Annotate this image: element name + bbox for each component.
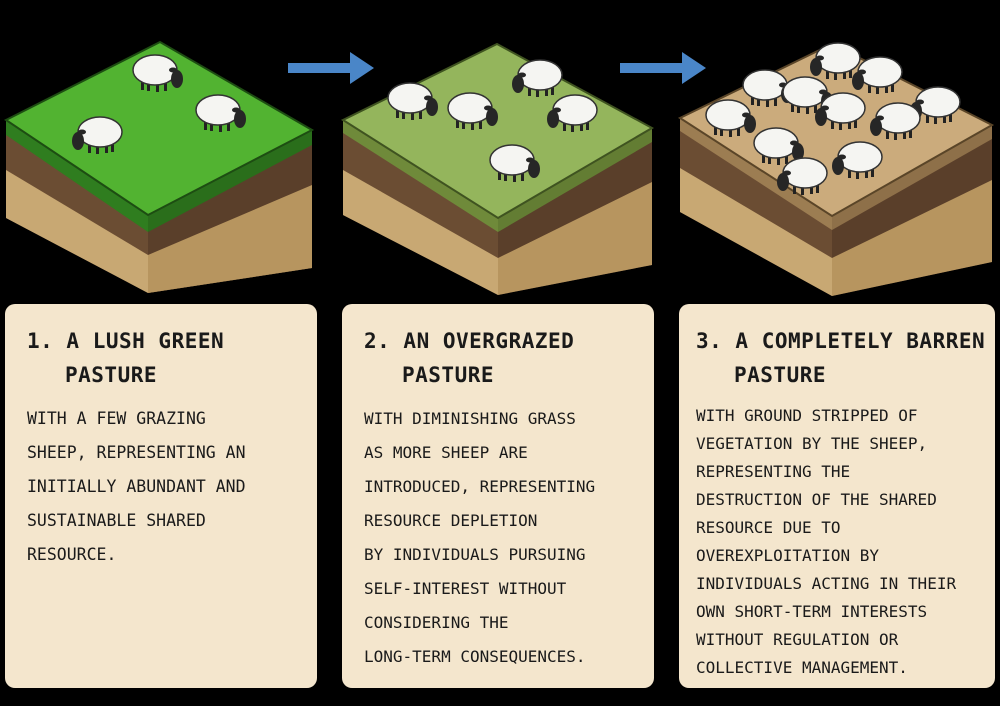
panel-1-title-line-2: PASTURE [65, 363, 158, 387]
sheep-icon [195, 94, 246, 132]
panel-2-line: AS MORE SHEEP ARE [364, 443, 528, 462]
sheep-icon [512, 59, 563, 97]
sheep-icon [753, 127, 804, 165]
panel-1-description: WITH A FEW GRAZING SHEEP, REPRESENTING A… [27, 402, 303, 572]
sheep-icon [870, 102, 921, 140]
panel-3-title-line-1: 3. A COMPLETELY BARREN [696, 329, 986, 353]
sheep-icon [547, 94, 598, 132]
panel-3-line: OVEREXPLOITATION BY [696, 546, 880, 565]
panel-2-title: 2. AN OVERGRAZED PASTURE [364, 324, 640, 392]
panel-2-line: LONG-TERM CONSEQUENCES. [364, 647, 586, 666]
panel-3-line: WITH GROUND STRIPPED OF [696, 406, 918, 425]
sheep-icon [777, 157, 828, 195]
panel-3-description: WITH GROUND STRIPPED OF VEGETATION BY TH… [696, 402, 981, 682]
panel-2-line: CONSIDERING THE [364, 613, 509, 632]
panel-2-description: WITH DIMINISHING GRASS AS MORE SHEEP ARE… [364, 402, 640, 674]
arrow-2-to-3 [620, 52, 706, 84]
panel-3-line: OWN SHORT-TERM INTERESTS [696, 602, 928, 621]
panel-3-line: INDIVIDUALS ACTING IN THEIR [696, 574, 957, 593]
panel-3-line: DESTRUCTION OF THE SHARED [696, 490, 937, 509]
sheep-icon [72, 116, 123, 154]
sheep-icon [705, 99, 756, 137]
sheep-icon [447, 92, 498, 130]
pasture-illustrations [4, 40, 995, 296]
panel-1-line: RESOURCE. [27, 545, 117, 564]
arrow-1-to-2 [288, 52, 374, 84]
panel-1-line: SHEEP, REPRESENTING AN [27, 443, 246, 462]
panel-3-title-line-2: PASTURE [734, 363, 827, 387]
panel-1-title: 1. A LUSH GREEN PASTURE [27, 324, 303, 392]
panel-2-line: WITH DIMINISHING GRASS [364, 409, 576, 428]
panel-2-overgrazed-pasture: 2. AN OVERGRAZED PASTURE WITH DIMINISHIN… [342, 304, 654, 688]
sheep-icon [387, 82, 438, 120]
panel-2-line: INTRODUCED, REPRESENTING [364, 477, 596, 496]
sheep-icon [832, 141, 883, 179]
panel-1-line: INITIALLY ABUNDANT AND [27, 477, 246, 496]
panel-2-line: SELF-INTEREST WITHOUT [364, 579, 567, 598]
panel-2-title-line-1: 2. AN OVERGRAZED [364, 329, 575, 353]
panel-3-line: WITHOUT REGULATION OR [696, 630, 899, 649]
tile-overgrazed-pasture [340, 42, 655, 295]
panel-2-title-line-2: PASTURE [402, 363, 495, 387]
panel-2-line: BY INDIVIDUALS PURSUING [364, 545, 586, 564]
sheep-icon [810, 42, 861, 80]
sheep-icon [815, 92, 866, 130]
panel-3-barren-pasture: 3. A COMPLETELY BARREN PASTURE WITH GROU… [679, 304, 995, 688]
panel-3-line: REPRESENTING THE [696, 462, 851, 481]
sheep-icon [852, 56, 903, 94]
panel-3-title: 3. A COMPLETELY BARREN PASTURE [696, 324, 986, 392]
panel-3-line: RESOURCE DUE TO [696, 518, 841, 537]
panel-1-line: SUSTAINABLE SHARED [27, 511, 206, 530]
panel-3-line: VEGETATION BY THE SHEEP, [696, 434, 928, 453]
sheep-group [72, 42, 961, 195]
tile-lush-pasture [4, 40, 315, 293]
panel-1-title-line-1: 1. A LUSH GREEN [27, 329, 225, 353]
panel-2-line: RESOURCE DEPLETION [364, 511, 538, 530]
panel-3-line: COLLECTIVE MANAGEMENT. [696, 658, 908, 677]
sheep-icon [910, 86, 961, 124]
panel-1-line: WITH A FEW GRAZING [27, 409, 206, 428]
sheep-icon [489, 144, 540, 182]
sheep-icon [132, 54, 183, 92]
panel-1-lush-pasture: 1. A LUSH GREEN PASTURE WITH A FEW GRAZI… [5, 304, 317, 688]
